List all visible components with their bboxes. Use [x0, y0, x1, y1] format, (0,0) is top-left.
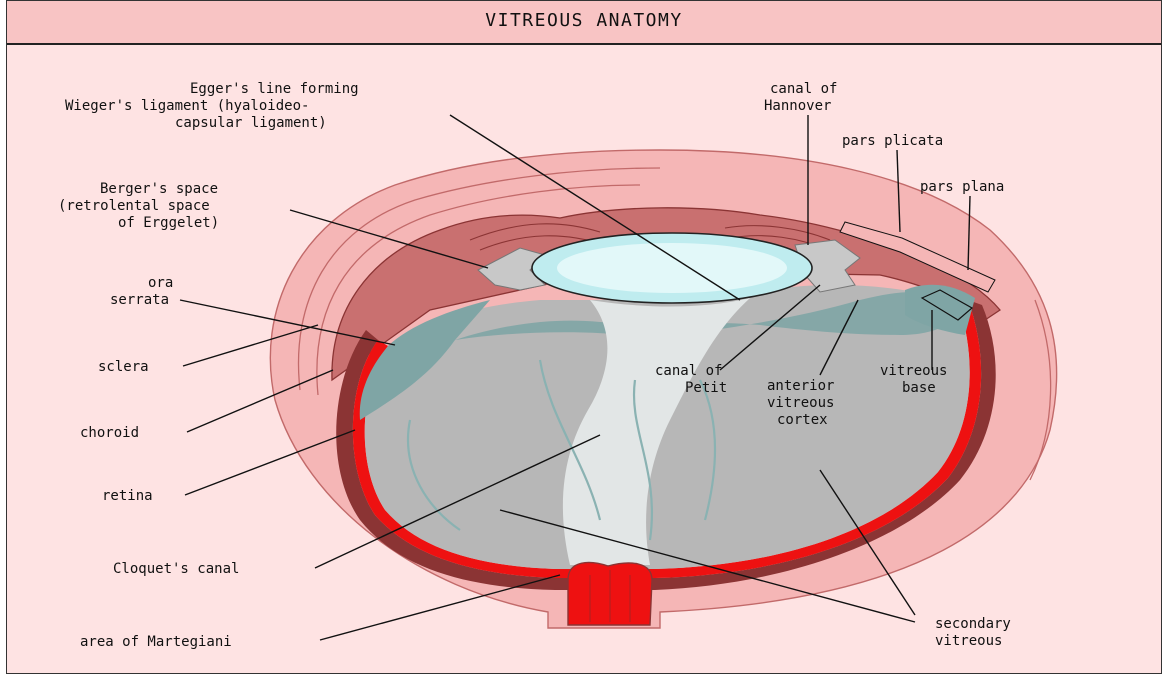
label-eggers-line-3: capsular ligament) [175, 115, 327, 131]
label-hannover-2: Hannover [764, 98, 831, 114]
label-ora-2: serrata [110, 292, 169, 308]
label-berger-3: of Erggelet) [118, 215, 219, 231]
label-berger-1: Berger's space [100, 181, 218, 197]
label-pars-plana: pars plana [920, 179, 1004, 195]
label-petit-1: canal of [655, 363, 722, 379]
label-avc-1: anterior [767, 378, 834, 394]
label-ora-1: ora [148, 275, 173, 291]
label-avc-3: cortex [777, 412, 828, 428]
lens-highlight [557, 243, 787, 293]
label-sclera: sclera [98, 359, 149, 375]
label-sv-2: vitreous [935, 633, 1002, 649]
label-petit-2: Petit [685, 380, 727, 396]
label-vb-1: vitreous [880, 363, 947, 379]
label-eggers-line-2: Wieger's ligament (hyaloideo- [65, 98, 309, 114]
label-avc-2: vitreous [767, 395, 834, 411]
label-cloquet: Cloquet's canal [113, 561, 239, 577]
label-eggers-line-1: Egger's line forming [190, 81, 359, 97]
label-sv-1: secondary [935, 616, 1011, 632]
eye-illustration [270, 150, 1056, 628]
label-hannover-1: canal of [770, 81, 837, 97]
label-berger-2: (retrolental space [58, 198, 210, 214]
label-vb-2: base [902, 380, 936, 396]
label-pars-plicata: pars plicata [842, 133, 943, 149]
label-retina: retina [102, 488, 153, 504]
label-martegiani: area of Martegiani [80, 634, 232, 650]
label-choroid: choroid [80, 425, 139, 441]
